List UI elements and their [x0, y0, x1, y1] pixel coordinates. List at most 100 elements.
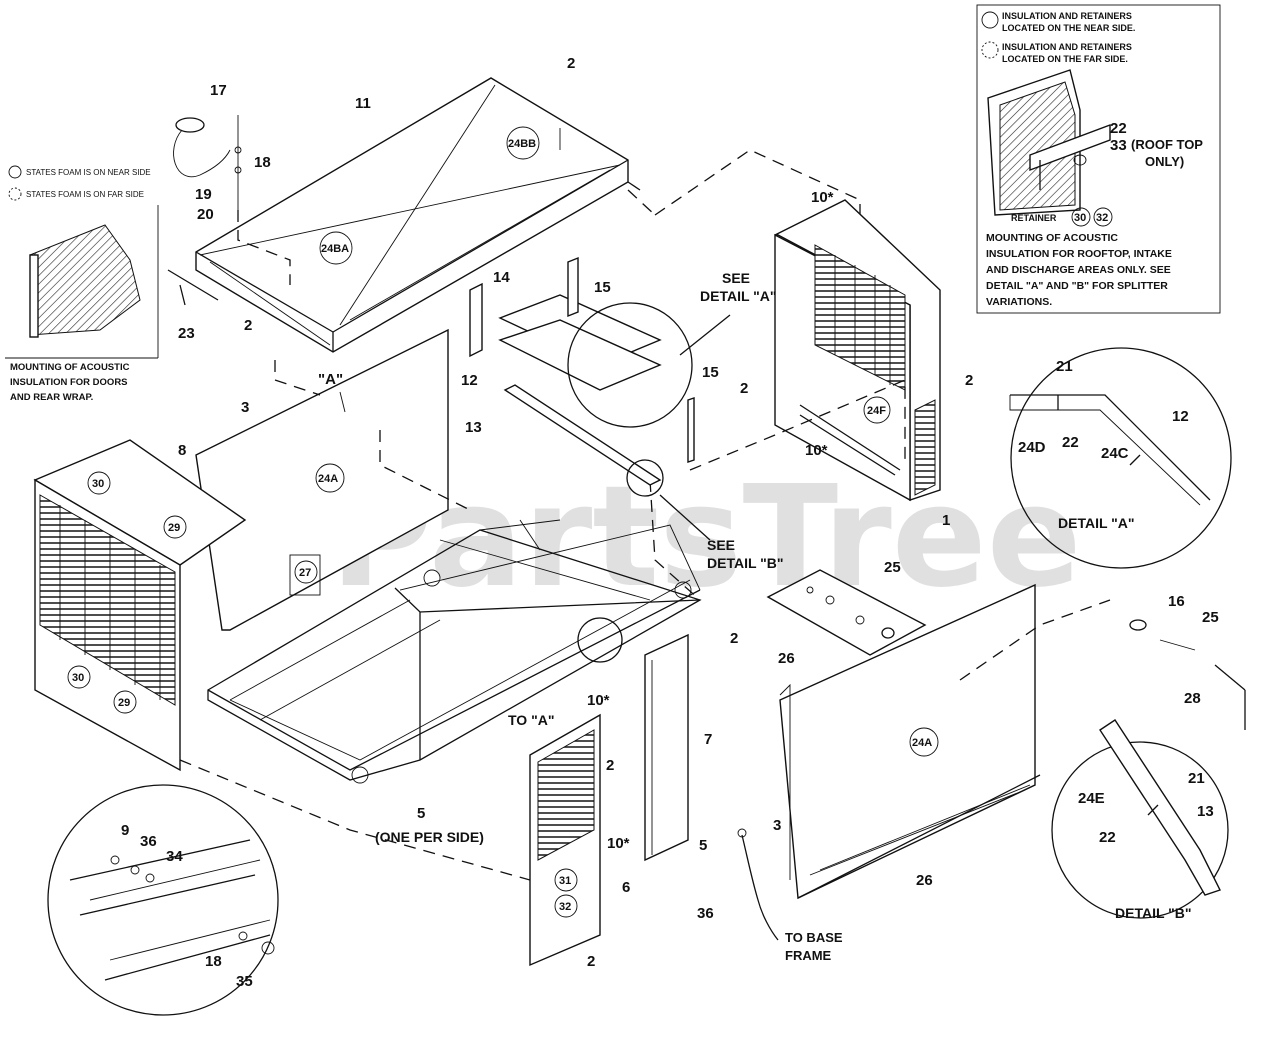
note-to-base-1: TO BASE: [785, 930, 843, 945]
callout-21: 21: [1056, 358, 1073, 375]
note-see-detail-b-2: DETAIL "B": [707, 555, 784, 571]
tag-24f: 24F: [867, 405, 886, 417]
detail-rail-view: [47, 784, 279, 1016]
callout-9: 9: [121, 822, 129, 839]
dashed-path-a: [274, 360, 321, 396]
circled-tags: 24BB 24BA 24A 24A 24F 30 29 30 29 27 31 …: [67, 126, 1113, 918]
detail-a-title: DETAIL "A": [1058, 515, 1135, 531]
callout-3: 3: [773, 817, 781, 834]
watermark-text: PartsTree: [330, 456, 1082, 619]
callout-24e: 24E: [1078, 790, 1105, 807]
dashed-path-frame: [649, 479, 701, 601]
callout-10: 10*: [607, 835, 630, 852]
note-retainer: RETAINER: [1011, 213, 1057, 223]
wheel-3: [351, 766, 369, 784]
callout-33: 33: [1110, 137, 1127, 154]
callout-7: 7: [704, 731, 712, 748]
tag-24a: 24A: [318, 473, 338, 485]
hardware-bag-25: [766, 569, 927, 656]
dashed-path-frame-2: [179, 759, 561, 951]
dashed-path-mid: [689, 379, 906, 471]
mount-right-4: DETAIL "A" AND "B" FOR SPLITTER: [986, 280, 1168, 292]
callout-2: 2: [244, 317, 252, 334]
callout-26: 26: [778, 650, 795, 667]
callout-5: 5: [417, 805, 425, 822]
access-door-6: [529, 713, 601, 967]
detail-b-callout-circle: [626, 459, 664, 497]
callout-23: 23: [178, 325, 195, 342]
ground-cable-36: [741, 834, 779, 941]
discharge-panel-1: [774, 199, 941, 502]
note-to-base-2: FRAME: [785, 948, 832, 963]
callout-36: 36: [697, 905, 714, 922]
detail-a-callout-circle: [567, 302, 693, 428]
callout-17: 17: [210, 82, 227, 99]
hardware-16-25-28: [1129, 619, 1246, 730]
tag-24bb: 24BB: [508, 138, 536, 150]
small-callout-circle: [577, 617, 623, 663]
callout-26: 26: [916, 872, 933, 889]
callout-3: 3: [241, 399, 249, 416]
detail-a-view: [1009, 347, 1232, 569]
detail-b-title: DETAIL "B": [1115, 905, 1192, 921]
callout-10: 10*: [811, 189, 834, 206]
mount-left-1: MOUNTING OF ACOUSTIC: [10, 362, 130, 373]
tag-24a: 24A: [912, 737, 932, 749]
tag-24ba: 24BA: [321, 243, 349, 255]
callout-12: 12: [1172, 408, 1189, 425]
note-one-per-side: (ONE PER SIDE): [375, 829, 484, 845]
callout-16: 16: [1168, 593, 1185, 610]
callout-22: 22: [1062, 434, 1079, 451]
rear-panel-3: [195, 328, 449, 631]
detail-b-view: [1051, 719, 1229, 919]
legend-far-1: INSULATION AND RETAINERS: [1002, 42, 1132, 52]
tag-31: 31: [559, 875, 571, 887]
callout-28: 28: [1184, 690, 1201, 707]
callout-2: 2: [587, 953, 595, 970]
tag-29: 29: [168, 522, 180, 534]
tag-27: 27: [299, 567, 311, 579]
callout-24c: 24C: [1101, 445, 1129, 462]
callout-18: 18: [205, 953, 222, 970]
callout-25: 25: [884, 559, 901, 576]
callout-15: 15: [594, 279, 611, 296]
note-roof-top-2: ONLY): [1145, 154, 1184, 169]
mount-right-5: VARIATIONS.: [986, 296, 1052, 308]
callout-labels: 1 2 2 2 2 2 2 2 3 3 5 5 6 7 8 9 10* 10* …: [121, 55, 1219, 990]
inlet-panel-8: [33, 439, 247, 772]
tag-32: 32: [559, 901, 571, 913]
callout-10: 10*: [587, 692, 610, 709]
left-inset: [5, 205, 159, 359]
callout-11: 11: [355, 95, 371, 112]
callout-2: 2: [965, 372, 973, 389]
callout-18: 18: [254, 154, 271, 171]
callout-24d: 24D: [1018, 439, 1046, 456]
top-hood-assembly: [195, 77, 641, 353]
callout-5: 5: [699, 837, 707, 854]
callout-20: 20: [197, 206, 214, 223]
dashed-path-right: [959, 599, 1111, 681]
legend-near-2: LOCATED ON THE NEAR SIDE.: [1002, 23, 1135, 33]
callout-1: 1: [942, 512, 950, 529]
wheel-2: [674, 581, 692, 599]
callout-36: 36: [140, 833, 157, 850]
tag-29: 29: [118, 697, 130, 709]
side-panel-3-right: [779, 583, 1041, 900]
note-see-detail-a-1: SEE: [722, 270, 750, 286]
callout-35: 35: [236, 973, 253, 990]
center-bracket-parts: [469, 256, 695, 486]
wheel-1: [423, 569, 441, 587]
callout-19: 19: [195, 186, 212, 203]
legend-near-1: INSULATION AND RETAINERS: [1002, 11, 1132, 21]
callout-13: 13: [1197, 803, 1214, 820]
callout-15: 15: [702, 364, 719, 381]
mount-left-2: INSULATION FOR DOORS: [10, 377, 128, 388]
dashed-path-1: [627, 189, 656, 216]
legend-foam: STATES FOAM IS ON NEAR SIDE STATES FOAM …: [8, 165, 151, 201]
callout-2: 2: [730, 630, 738, 647]
legend-far-2: LOCATED ON THE FAR SIDE.: [1002, 54, 1128, 64]
note-to-a: TO "A": [508, 712, 554, 728]
tag-30: 30: [1074, 212, 1086, 224]
note-see-detail-a-2: DETAIL "A": [700, 288, 777, 304]
